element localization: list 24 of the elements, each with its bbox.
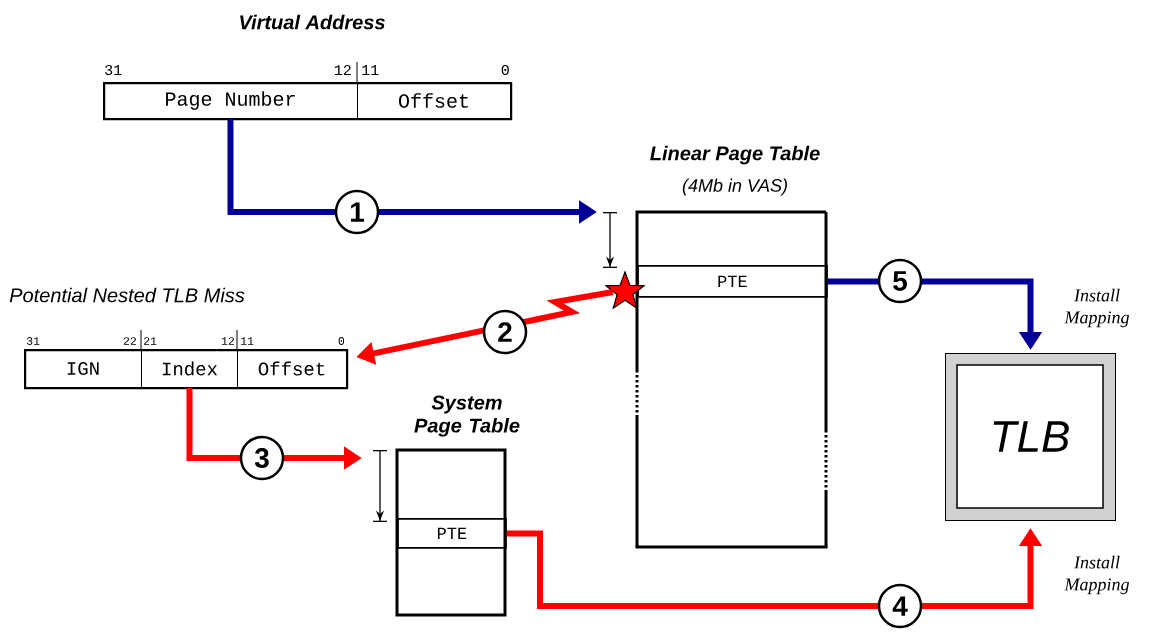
step-note: Install Mapping xyxy=(1064,555,1129,595)
bit-number: 12 xyxy=(334,65,351,75)
bit-number: 11 xyxy=(362,65,379,75)
register-field: Index xyxy=(141,349,238,388)
register-field: Page Number xyxy=(103,82,358,119)
register-field: Offset xyxy=(357,82,511,119)
tlb-box: TLB xyxy=(945,353,1116,521)
callout-number: 3 xyxy=(239,435,285,481)
bit-number: 21 xyxy=(144,337,157,345)
table-entry-row: PTE xyxy=(637,265,828,298)
node-label: System Page Table xyxy=(414,395,520,437)
step-note: Install Mapping xyxy=(1064,288,1129,328)
register-field: Offset xyxy=(237,349,347,388)
node-label: Virtual Address xyxy=(240,14,385,30)
callout-number: 2 xyxy=(482,309,528,355)
bit-number: 12 xyxy=(221,337,234,345)
bit-number: 11 xyxy=(241,337,254,345)
callout-number: 1 xyxy=(334,189,380,235)
callout-number: 5 xyxy=(877,258,923,304)
table-entry-row: PTE xyxy=(397,518,507,549)
node-label: Potential Nested TLB Miss xyxy=(9,287,245,303)
callout-number: 4 xyxy=(877,583,923,629)
bit-number: 22 xyxy=(123,337,136,345)
register-field: IGN xyxy=(24,349,142,388)
